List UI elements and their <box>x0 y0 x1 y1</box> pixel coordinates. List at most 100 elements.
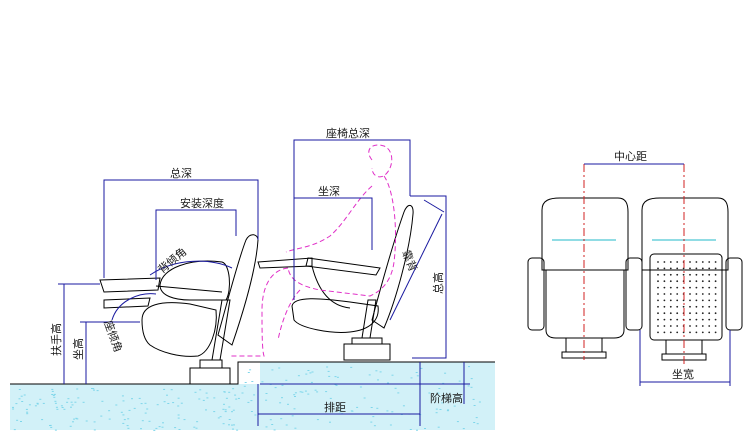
perforation-dot <box>669 331 672 334</box>
ground-speckle <box>196 421 199 423</box>
ground-speckle <box>18 398 21 400</box>
ground-speckle <box>441 402 444 404</box>
ground-speckle <box>397 392 400 394</box>
middle-chair-base-top <box>351 337 383 345</box>
front-chair-left-arm <box>527 257 545 331</box>
ground-speckle <box>473 422 476 423</box>
ground-speckle <box>356 406 359 408</box>
ground-speckle <box>231 424 233 426</box>
ground-speckle <box>372 416 375 418</box>
perforation-dot <box>714 261 717 263</box>
perforation-dot <box>695 325 698 327</box>
perforation-dot <box>714 299 717 302</box>
ground-speckle <box>350 366 353 368</box>
ground-speckle <box>274 387 277 389</box>
label-back-height: 靠背 <box>399 248 420 274</box>
ground-speckle <box>75 417 78 419</box>
perforation-dot <box>708 331 711 334</box>
left-chair <box>99 234 259 385</box>
label-row-spacing: 排距 <box>324 400 346 414</box>
ground-speckle <box>231 411 233 413</box>
front-chair-shared-arm <box>625 257 643 331</box>
ground-speckle <box>294 427 297 429</box>
floor-upper <box>260 362 495 430</box>
perforation-dot <box>663 299 666 302</box>
ground-speckle <box>232 428 234 430</box>
perforation-dot <box>708 286 711 289</box>
perforation-dot <box>708 261 711 263</box>
perforation-dot <box>663 286 666 289</box>
ground-speckle <box>206 397 209 399</box>
ground-speckle <box>144 402 147 404</box>
ground-speckle <box>314 389 317 391</box>
ground-speckle <box>51 388 54 390</box>
ground-speckle <box>424 428 426 429</box>
ground-speckle <box>92 388 95 390</box>
perforation-dot <box>708 293 711 295</box>
ground-speckle <box>163 388 166 390</box>
ground-speckle <box>23 394 26 396</box>
perforation-dot <box>701 305 704 308</box>
dim-seat-total-depth <box>293 139 411 300</box>
ground-speckle <box>82 401 85 403</box>
front-chair-left-back <box>541 197 629 271</box>
ground-speckle <box>251 381 254 382</box>
perforation-dot <box>657 325 659 327</box>
ground-speckle <box>122 400 125 402</box>
perforation-dot <box>663 273 666 276</box>
ground-speckle <box>138 397 141 399</box>
perforation-dot <box>708 305 711 308</box>
ground-speckle <box>12 406 14 408</box>
ground-speckle <box>146 408 149 410</box>
perforation-dot <box>657 261 659 263</box>
left-chair-cushion-upper <box>159 260 230 301</box>
ground-speckle <box>51 394 54 395</box>
ground-speckle <box>163 401 166 403</box>
ground-speckle <box>50 426 53 428</box>
front-chair-right-seat-rear <box>649 253 723 341</box>
ground-speckle <box>16 419 19 421</box>
ground-speckle <box>121 395 124 397</box>
ground-speckle <box>54 402 57 404</box>
label-armrest-height: 扶手高 <box>49 323 63 356</box>
label-seat-width: 坐宽 <box>672 367 694 381</box>
ground-speckle <box>26 411 29 413</box>
ground-speckle <box>18 389 21 390</box>
perforation-dot <box>695 318 698 321</box>
ground-speckle <box>473 405 476 406</box>
ground-speckle <box>389 424 392 426</box>
ground-speckle <box>243 385 246 387</box>
ground-speckle <box>56 408 59 410</box>
perforation-dot <box>689 305 691 308</box>
ground-speckle <box>373 425 376 427</box>
perforation-dot <box>676 331 679 334</box>
person-arm <box>285 185 373 253</box>
perforation-dot <box>689 325 691 327</box>
perforation-dot <box>708 318 711 321</box>
ground-speckle <box>100 415 103 417</box>
ground-speckle <box>69 425 72 427</box>
perforation-dot <box>714 267 717 270</box>
perforation-dot <box>657 312 659 315</box>
person-leg-inner <box>277 289 301 341</box>
ground-speckle <box>101 400 104 402</box>
ground-speckle <box>435 408 438 410</box>
ground-speckle <box>437 392 440 394</box>
ground-speckle <box>167 403 170 404</box>
ground-speckle <box>85 420 88 422</box>
perforation-dot <box>701 286 704 289</box>
label-total-depth: 总深 <box>170 166 192 180</box>
ground-speckle <box>166 394 168 396</box>
ground-speckle <box>205 409 207 411</box>
ground-speckle <box>148 420 151 422</box>
perforation-dot <box>657 299 659 302</box>
ground-speckle <box>12 408 15 410</box>
dim-back-height <box>389 213 443 321</box>
ground-speckle <box>20 421 22 422</box>
perforation-dot <box>695 286 698 289</box>
perforation-dot <box>695 273 698 276</box>
ground-speckle <box>193 426 196 428</box>
dim-total-depth <box>103 179 259 278</box>
ground-speckle <box>127 418 130 420</box>
ground-speckle <box>458 380 461 382</box>
